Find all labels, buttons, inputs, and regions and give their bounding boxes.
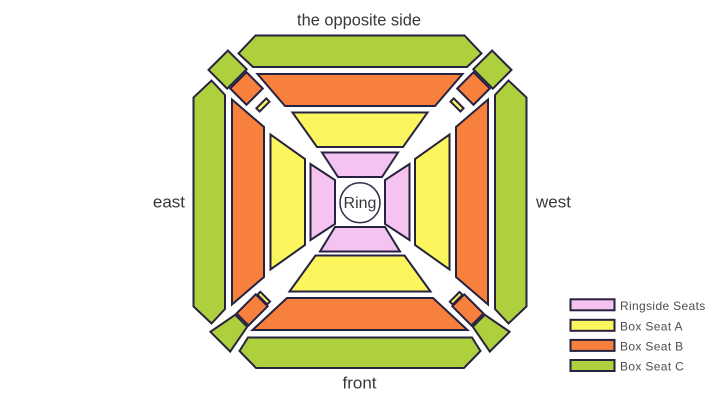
- svg-text:west: west: [535, 193, 571, 212]
- svg-text:Box Seat C: Box Seat C: [620, 360, 684, 374]
- svg-text:east: east: [153, 193, 185, 212]
- svg-text:Box Seat A: Box Seat A: [620, 319, 683, 333]
- svg-text:the opposite side: the opposite side: [297, 12, 421, 30]
- svg-text:Box Seat B: Box Seat B: [620, 339, 684, 353]
- svg-text:front: front: [342, 374, 376, 393]
- svg-text:Ring: Ring: [344, 195, 377, 212]
- svg-text:Ringside Seats: Ringside Seats: [620, 299, 706, 313]
